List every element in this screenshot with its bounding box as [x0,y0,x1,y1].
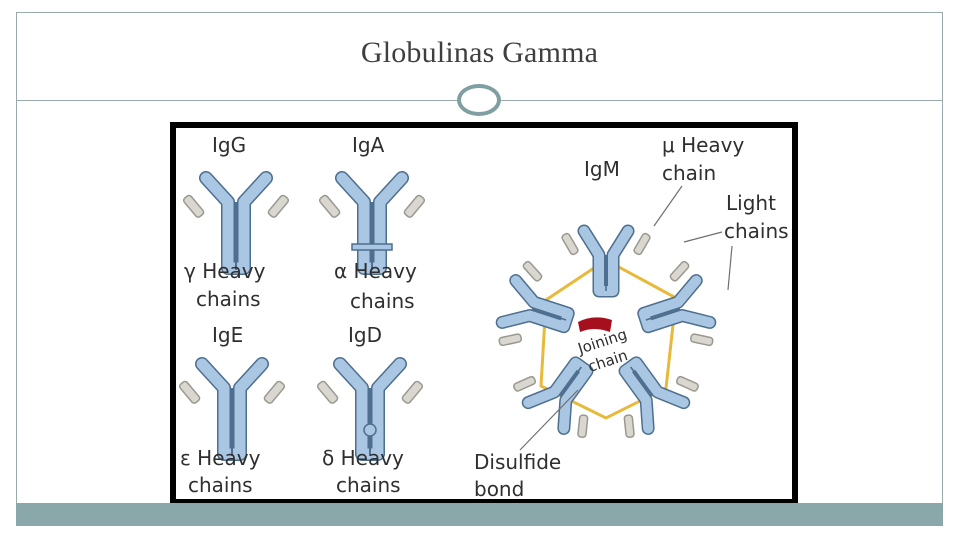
igg-chain-label-2: chains [196,287,261,311]
antibody-figure: IgG γ Heavy chains IgA α Heavy chains Ig… [170,122,798,505]
iga-label: IgA [352,133,385,157]
joining-chain-shape [578,317,612,332]
light-chains-label-1: Light [726,191,776,215]
antibody-diagram: IgG γ Heavy chains IgA α Heavy chains Ig… [176,128,792,499]
mu-heavy-label-1: μ Heavy [662,133,745,157]
igg-chain-label-1: γ Heavy [184,259,266,283]
disulfide-bond-label-2: bond [474,477,524,499]
igm-label: IgM [584,157,620,181]
iga-chain-label-2: chains [350,289,415,313]
divider-ornament [457,84,501,116]
igd-structure: IgD δ Heavy chains [316,323,423,497]
footer-bar [16,503,943,526]
light-chains-label-2: chains [724,219,789,243]
igd-chain-label-1: δ Heavy [322,446,404,470]
igd-label: IgD [348,323,382,347]
ige-chain-label-2: chains [188,473,253,497]
igg-structure: IgG γ Heavy chains [182,133,289,311]
ige-structure: IgE ε Heavy chains [178,323,285,497]
disulfide-bond-label-1: Disulfide [474,450,561,474]
igg-label: IgG [212,133,246,157]
iga-structure: IgA α Heavy chains [318,133,425,313]
igd-chain-label-2: chains [336,473,401,497]
ige-label: IgE [212,323,243,347]
mu-heavy-label-2: chain [662,161,716,185]
slide-title: Globulinas Gamma [360,36,599,69]
igm-structure: Joining chain IgM μ Heavy chain Light ch… [474,133,789,499]
ige-chain-label-1: ε Heavy [180,446,261,470]
iga-chain-label-1: α Heavy [334,259,417,283]
